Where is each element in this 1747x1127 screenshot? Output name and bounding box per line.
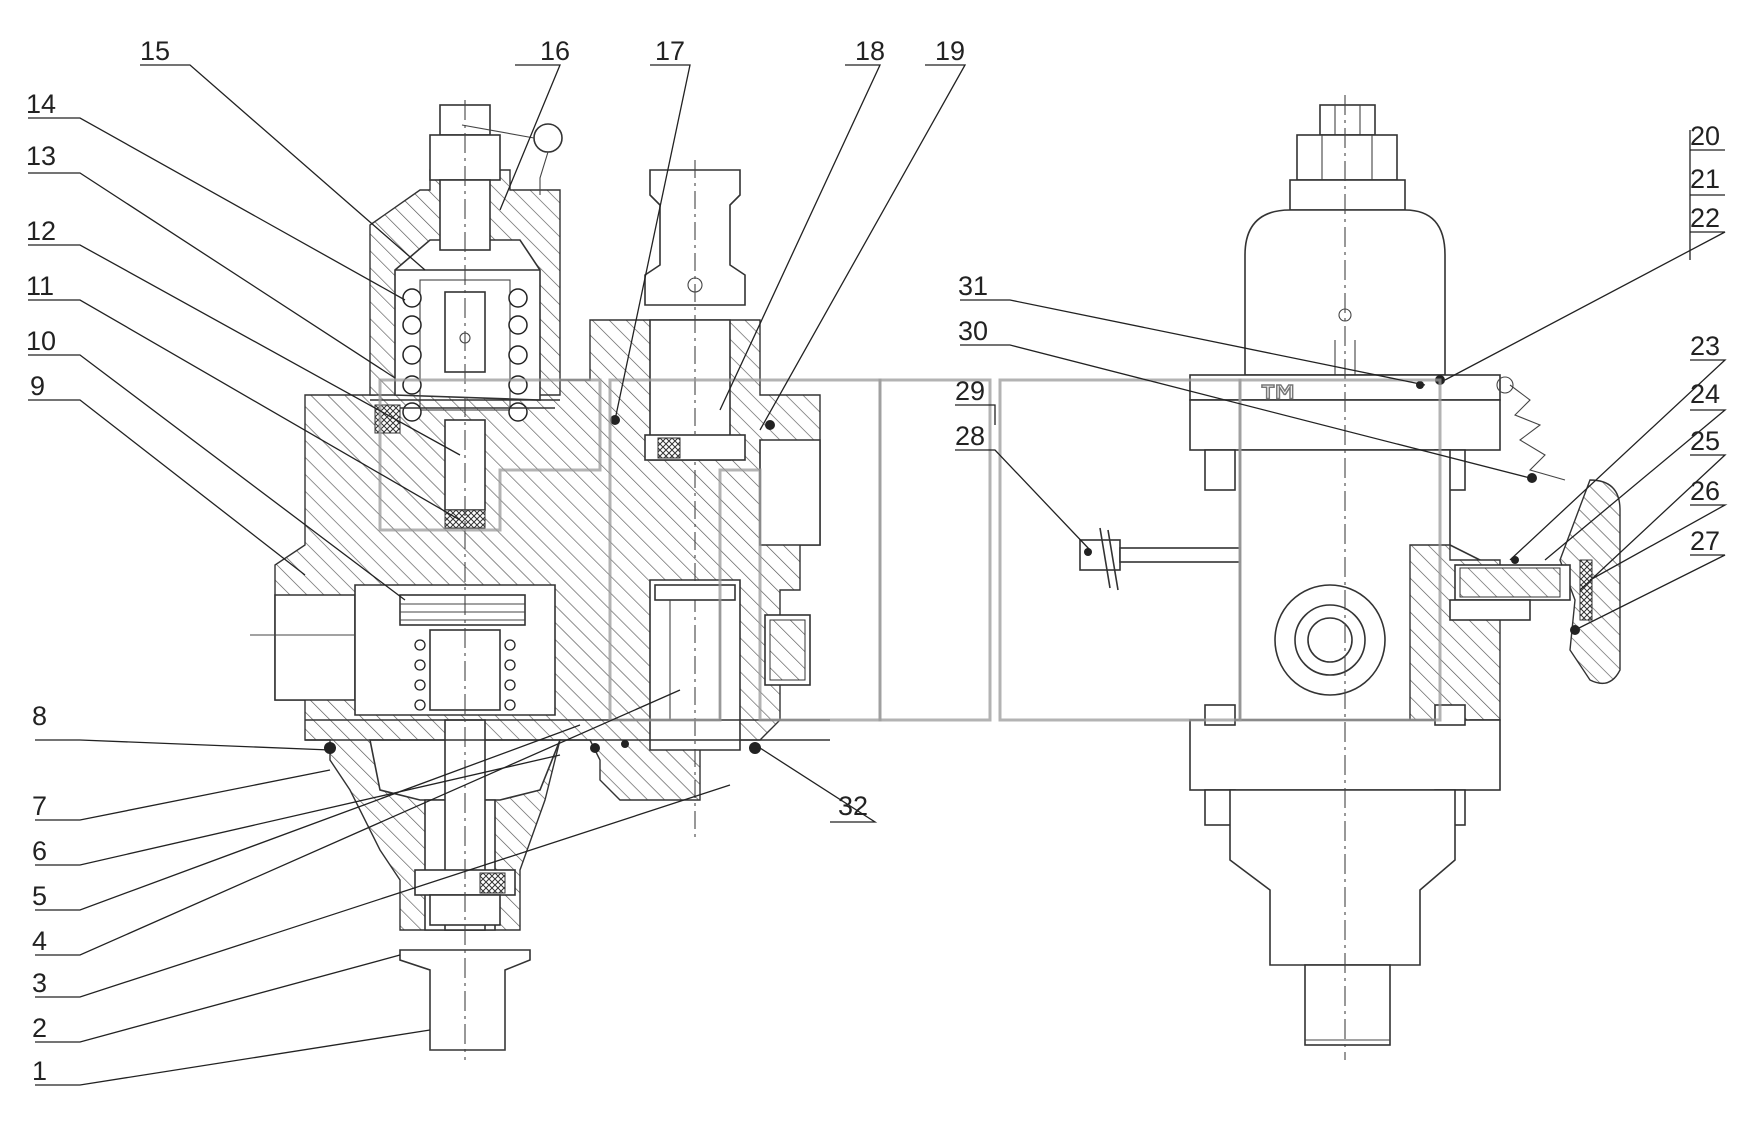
lockwire-chain xyxy=(1509,384,1566,481)
side-port xyxy=(759,439,821,546)
callout-7: 7 xyxy=(32,791,47,821)
callout-22: 22 xyxy=(1690,203,1720,233)
ext-screw-head xyxy=(1319,104,1376,136)
callout-1: 1 xyxy=(32,1056,47,1086)
callout-9: 9 xyxy=(30,371,45,401)
callout-29: 29 xyxy=(955,376,985,406)
callout-26: 26 xyxy=(1690,476,1720,506)
callout-18: 18 xyxy=(855,36,885,66)
right-external-view xyxy=(1079,95,1621,1060)
ext-outlet-nipple xyxy=(1304,964,1391,1046)
watermark: ™ xyxy=(378,375,1442,722)
callout-13: 13 xyxy=(26,141,56,171)
callout-2: 2 xyxy=(32,1013,47,1043)
callout-6: 6 xyxy=(32,836,47,866)
ext-bonnet-neck xyxy=(1289,179,1406,211)
callout-24: 24 xyxy=(1690,379,1720,409)
callout-10: 10 xyxy=(26,326,56,356)
ext-bonnet xyxy=(1244,209,1446,376)
callout-20: 20 xyxy=(1690,121,1720,151)
callout-30: 30 xyxy=(958,316,988,346)
ext-bolt-left-top xyxy=(1204,449,1236,491)
callout-11: 11 xyxy=(26,271,54,301)
ext-bonnet-lower xyxy=(1229,789,1456,966)
callout-21: 21 xyxy=(1690,164,1720,194)
callout-17: 17 xyxy=(655,36,685,66)
ext-lock-nut xyxy=(1296,134,1398,181)
callout-4: 4 xyxy=(32,926,47,956)
callout-16: 16 xyxy=(540,36,570,66)
ext-spindle-collar xyxy=(1449,599,1531,621)
inlet-port xyxy=(274,594,356,701)
callout-12: 12 xyxy=(26,216,56,246)
callout-8: 8 xyxy=(32,701,47,731)
callout-27: 27 xyxy=(1690,526,1720,556)
seal-wire-loop xyxy=(533,123,563,153)
callout-25: 25 xyxy=(1690,426,1720,456)
ext-inlet-boss xyxy=(1274,584,1386,696)
callout-3: 3 xyxy=(32,968,47,998)
callout-31: 31 xyxy=(958,271,988,301)
callout-28: 28 xyxy=(955,421,985,451)
callout-labels: 1 2 3 4 5 6 7 8 9 10 11 12 13 14 15 16 1… xyxy=(26,36,1720,1086)
leader-lines xyxy=(28,64,1728,1086)
callout-5: 5 xyxy=(32,881,47,911)
watermark-trademark: ™ xyxy=(1255,376,1303,432)
callout-15: 15 xyxy=(140,36,170,66)
sleeve-cap xyxy=(654,584,736,601)
callout-19: 19 xyxy=(935,36,965,66)
callout-14: 14 xyxy=(26,89,56,119)
left-sectional-view xyxy=(250,100,830,1060)
ext-side-rod xyxy=(1119,547,1241,563)
callout-23: 23 xyxy=(1690,331,1720,361)
callout-32: 32 xyxy=(838,791,868,821)
